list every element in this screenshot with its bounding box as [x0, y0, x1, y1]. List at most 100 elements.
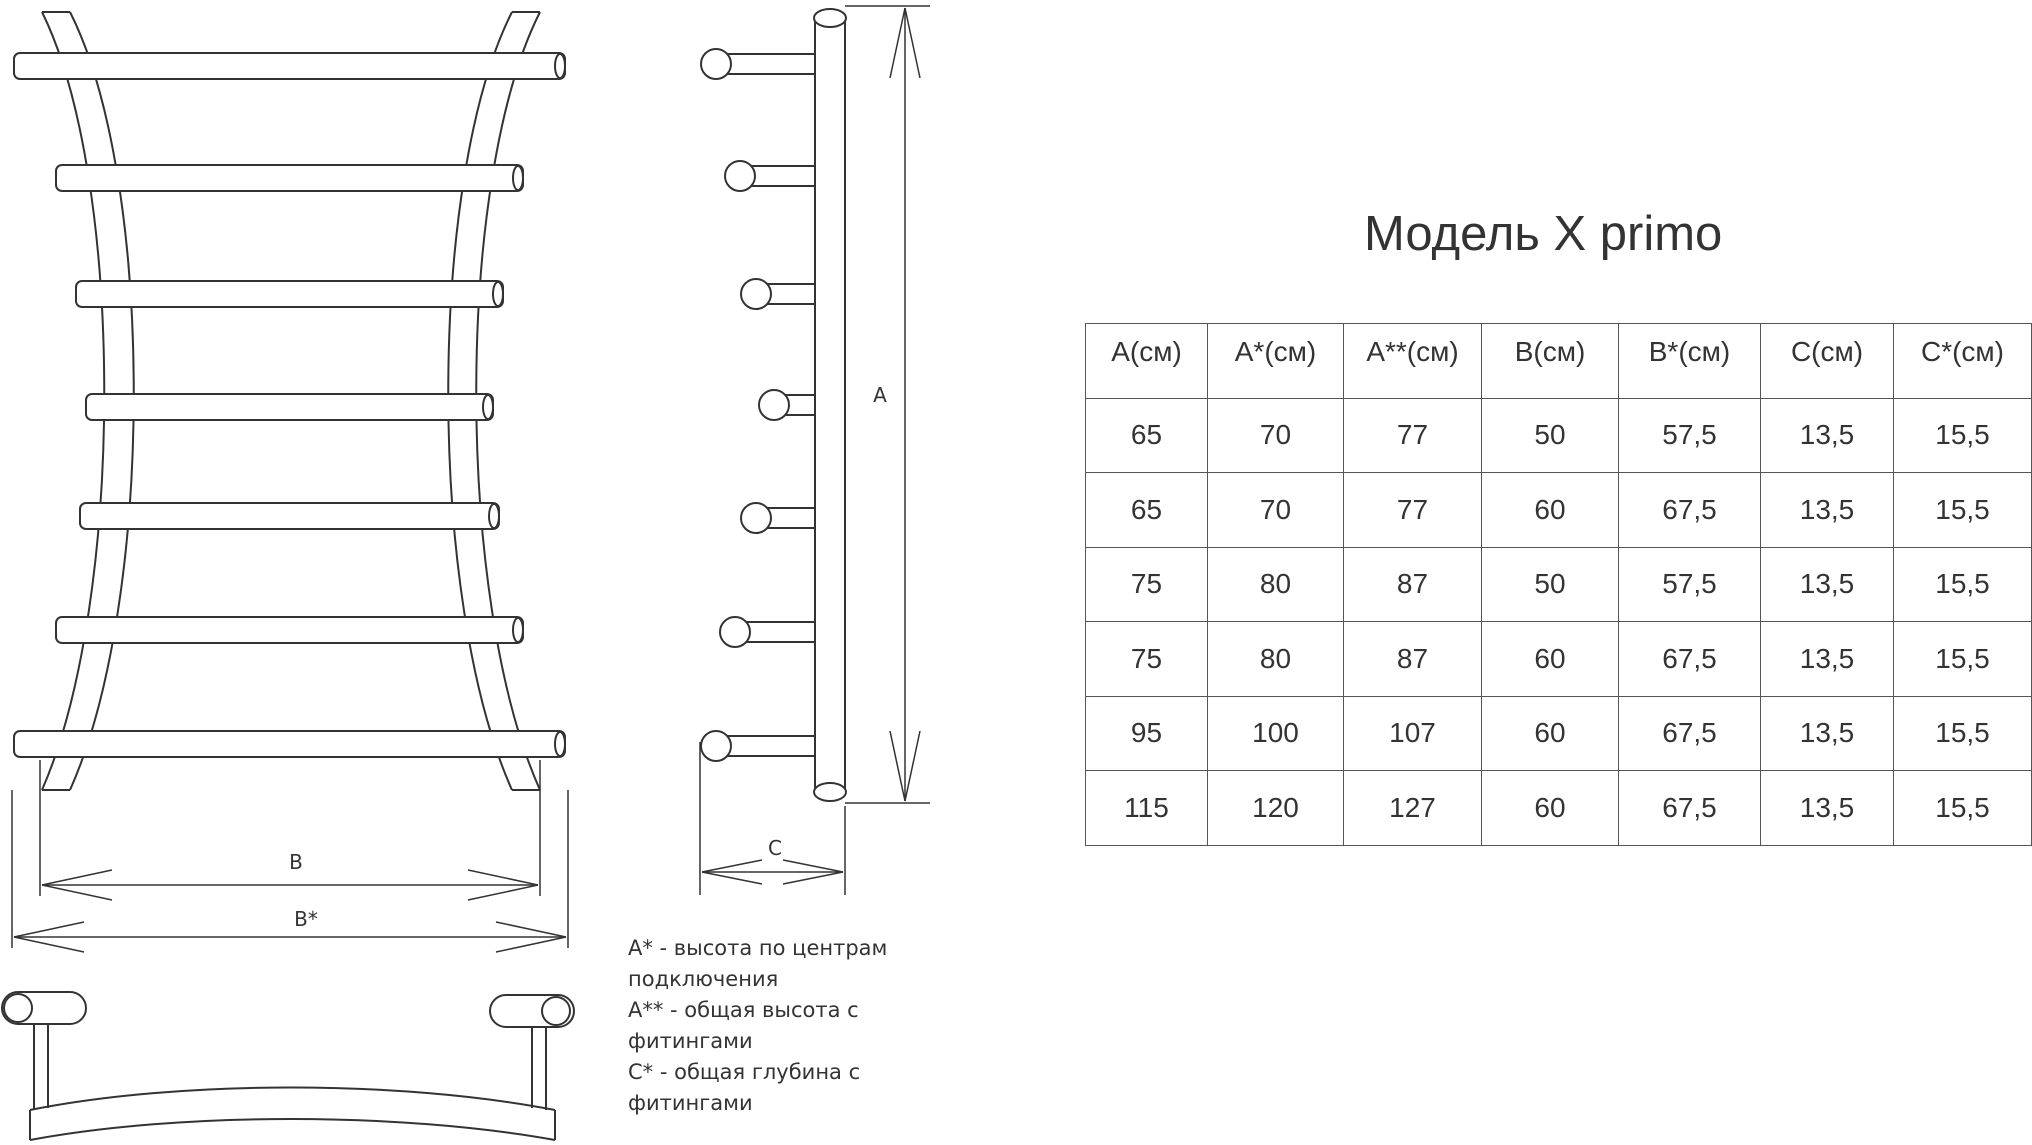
table-row: 65 70 77 50 57,5 13,5 15,5 [1085, 397, 2032, 473]
dimension-a-label: A [873, 383, 887, 407]
table-cell: 87 [1343, 621, 1482, 697]
table-cell: 13,5 [1760, 546, 1894, 622]
crossbar-end [554, 731, 566, 757]
front-view [11, 11, 569, 953]
dimensions-table: A(см) A*(см) A**(см) B(см) B*(см) C(см) … [1085, 323, 2032, 846]
table-cell: 115 [1085, 770, 1208, 846]
towel-rail-drawing: B B* A C [1, 5, 930, 1141]
right-side-rail [447, 11, 541, 791]
crossbar [13, 52, 566, 80]
note-line: фитингами [628, 1029, 753, 1053]
top-view-stand-left [33, 1022, 49, 1110]
crossbar [85, 393, 494, 421]
dimension-c-label: C [768, 836, 782, 860]
column-header: A*(см) [1207, 323, 1344, 399]
table-row: 115 120 127 60 67,5 13,5 15,5 [1085, 770, 2032, 846]
table-cell: 50 [1481, 546, 1619, 622]
crossbar [79, 502, 500, 530]
table-header-row: A(см) A*(см) A**(см) B(см) B*(см) C(см) … [1085, 323, 2032, 399]
crossbar [55, 616, 524, 644]
table-cell: 15,5 [1893, 621, 2032, 697]
table-cell: 95 [1085, 695, 1208, 771]
table-cell: 15,5 [1893, 770, 2032, 846]
note-line: фитингами [628, 1091, 753, 1115]
table-cell: 100 [1207, 695, 1344, 771]
crossbar-end [488, 503, 500, 529]
dimension-b-label: B [289, 850, 303, 874]
side-knob [740, 502, 772, 534]
table-cell: 87 [1343, 546, 1482, 622]
table-cell: 60 [1481, 770, 1619, 846]
pipe-bottom-opening [813, 782, 847, 802]
table-cell: 67,5 [1618, 472, 1761, 548]
table-cell: 15,5 [1893, 397, 2032, 473]
side-knob [700, 48, 732, 80]
table-cell: 13,5 [1760, 472, 1894, 548]
column-header: A(см) [1085, 323, 1208, 399]
side-knob [758, 389, 790, 421]
table-row: 75 80 87 50 57,5 13,5 15,5 [1085, 546, 2032, 622]
crossbars [13, 52, 566, 758]
table-cell: 75 [1085, 621, 1208, 697]
side-knob [724, 160, 756, 192]
table-cell: 57,5 [1618, 397, 1761, 473]
table-cell: 77 [1343, 397, 1482, 473]
pipe-top-opening [813, 8, 847, 28]
top-view [1, 991, 575, 1141]
left-side-rail [41, 11, 135, 791]
note-line: C* - общая глубина с [628, 1060, 861, 1084]
column-header: A**(см) [1343, 323, 1482, 399]
table-cell: 57,5 [1618, 546, 1761, 622]
note-line: подключения [628, 967, 779, 991]
side-knob [740, 278, 772, 310]
rail-end-caps [42, 11, 540, 791]
top-view-stand-right [531, 1022, 547, 1110]
crossbar-end [492, 281, 504, 307]
dimension-b-star [11, 790, 569, 953]
table-cell: 107 [1343, 695, 1482, 771]
table-cell: 127 [1343, 770, 1482, 846]
dimension-b-star-label: B* [294, 907, 318, 931]
crossbar-end [512, 617, 524, 643]
table-cell: 60 [1481, 472, 1619, 548]
crossbar-end [512, 165, 524, 191]
dimension-b [39, 760, 541, 901]
note-line: A* - высота по центрам [628, 936, 888, 960]
table-cell: 80 [1207, 621, 1344, 697]
crossbar [55, 164, 524, 192]
crossbar [13, 730, 566, 758]
column-header: B(см) [1481, 323, 1619, 399]
vertical-pipe [814, 18, 846, 792]
column-header: C*(см) [1893, 323, 2032, 399]
table-cell: 80 [1207, 546, 1344, 622]
knob-end-left [3, 993, 33, 1023]
table-cell: 13,5 [1760, 695, 1894, 771]
table-cell: 15,5 [1893, 472, 2032, 548]
table-cell: 67,5 [1618, 621, 1761, 697]
table-cell: 65 [1085, 472, 1208, 548]
top-view-rail [29, 1086, 556, 1141]
crossbar-end [482, 394, 494, 420]
knob-end-right [541, 996, 571, 1026]
side-knobs [700, 48, 816, 762]
side-view [699, 5, 930, 895]
table-cell: 75 [1085, 546, 1208, 622]
table-row: 75 80 87 60 67,5 13,5 15,5 [1085, 621, 2032, 697]
top-view-knob-left [1, 991, 87, 1025]
column-header: B*(см) [1618, 323, 1761, 399]
table-cell: 67,5 [1618, 695, 1761, 771]
table-cell: 77 [1343, 472, 1482, 548]
top-view-knob-right [489, 994, 575, 1028]
table-cell: 60 [1481, 695, 1619, 771]
note-line: A** - общая высота с [628, 998, 859, 1022]
table-cell: 120 [1207, 770, 1344, 846]
crossbar-end [554, 53, 566, 79]
table-cell: 50 [1481, 397, 1619, 473]
table-cell: 70 [1207, 472, 1344, 548]
table-cell: 60 [1481, 621, 1619, 697]
table-row: 65 70 77 60 67,5 13,5 15,5 [1085, 472, 2032, 548]
table-cell: 13,5 [1760, 397, 1894, 473]
crossbar [75, 280, 504, 308]
table-cell: 15,5 [1893, 695, 2032, 771]
column-header: C(см) [1760, 323, 1894, 399]
